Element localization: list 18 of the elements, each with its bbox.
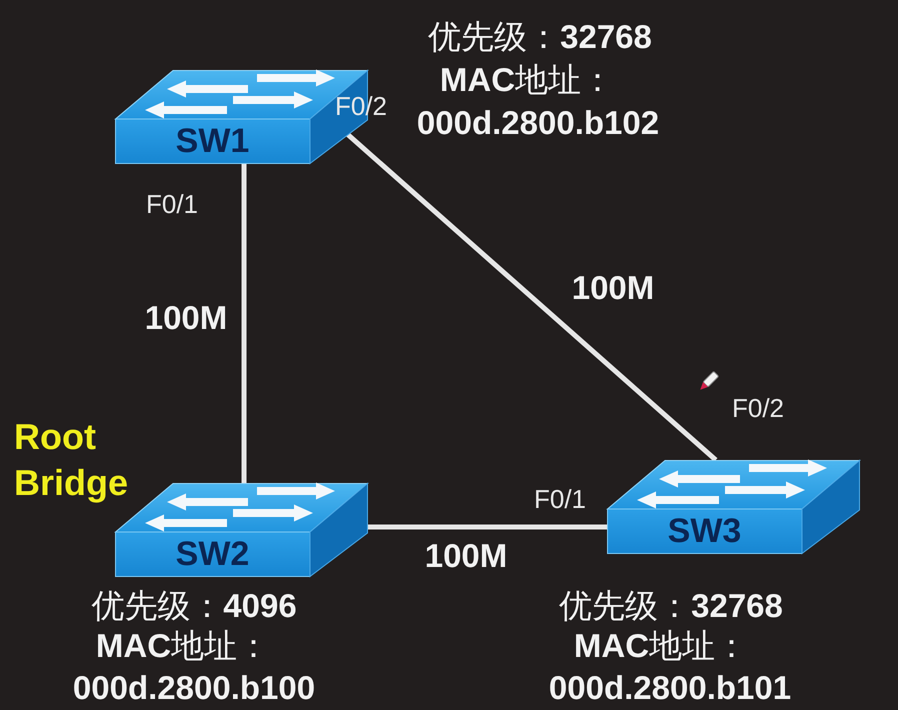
link-line (368, 524, 607, 530)
mac-label: MAC地址： (440, 62, 614, 98)
switch-label: SW1 (176, 124, 250, 158)
port-label: F0/2 (732, 395, 784, 421)
port-label: F0/1 (146, 191, 198, 217)
priority-text: 优先级：32768 (559, 588, 783, 624)
priority-text: 优先级：4096 (91, 588, 297, 624)
port-label: F0/1 (534, 486, 586, 512)
switch-label: SW2 (176, 537, 250, 571)
root-bridge-label: Root Bridge (14, 415, 130, 505)
priority-text: 优先级：32768 (428, 18, 652, 56)
mac-label: MAC地址： (574, 628, 748, 664)
mac-label: MAC地址： (96, 628, 270, 664)
mac-address: 000d.2800.b102 (416, 104, 660, 142)
mac-address: 000d.2800.b101 (548, 670, 792, 706)
switch-label: SW3 (668, 514, 742, 548)
link-line (242, 164, 247, 483)
mac-address: 000d.2800.b100 (72, 670, 316, 706)
